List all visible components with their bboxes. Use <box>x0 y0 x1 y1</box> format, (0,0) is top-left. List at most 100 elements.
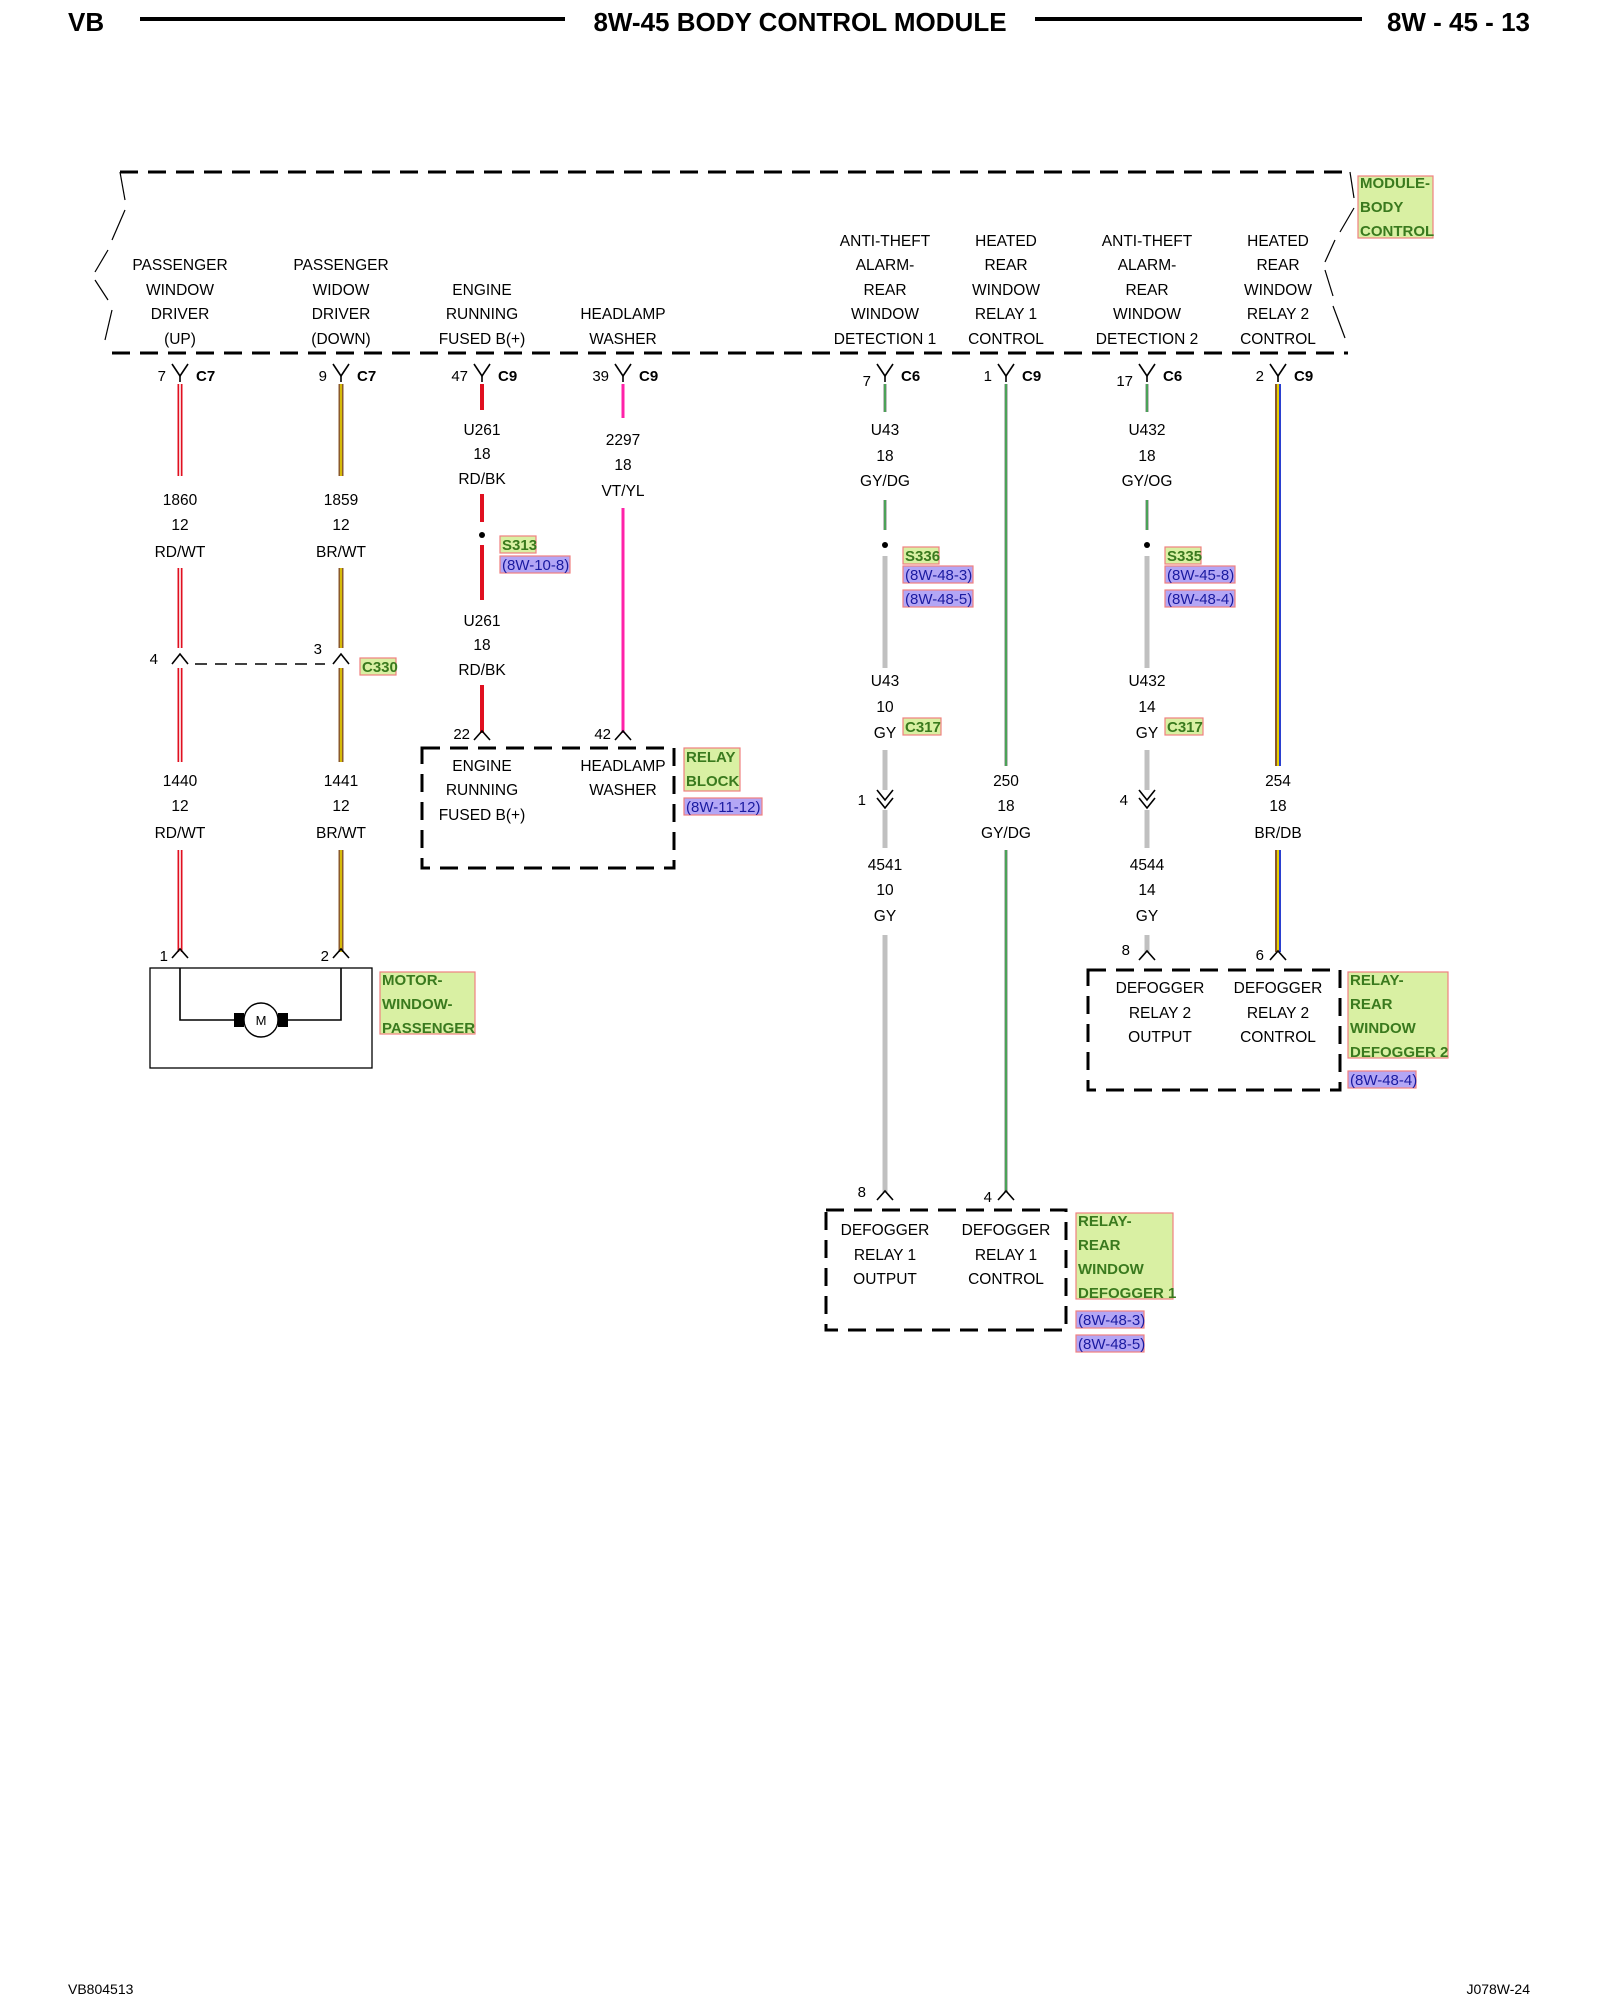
pin-1-number: 7 <box>158 368 166 385</box>
func-7-line-1: ANTI-THEFT <box>1102 233 1193 250</box>
defog1-tag-2: REAR <box>1078 1237 1121 1254</box>
defog2-func-a-3: OUTPUT <box>1128 1029 1192 1046</box>
wu261a-gauge: 18 <box>473 446 490 463</box>
s336-ref-1: (8W-48-3) <box>905 567 972 584</box>
pin-5-connector: C6 <box>901 368 920 385</box>
relay-rear-window-defogger-1[interactable]: 8 4 DEFOGGER RELAY 1 OUTPUT DEFOGGER REL… <box>824 1184 1176 1353</box>
s335-tag: S335 <box>1167 548 1202 565</box>
w254-gauge: 18 <box>1269 798 1286 815</box>
wu261b-gauge: 18 <box>473 637 490 654</box>
defog1-ref-1: (8W-48-3) <box>1078 1312 1145 1329</box>
w1860-gauge: 12 <box>171 517 188 534</box>
w2297-gauge: 18 <box>614 457 631 474</box>
wires-layer <box>177 384 1281 1192</box>
defog2-ref: (8W-48-4) <box>1350 1072 1417 1089</box>
defog1-func-b-1: DEFOGGER <box>962 1222 1051 1239</box>
w1859-id: 1859 <box>324 492 358 509</box>
w4544-gauge: 14 <box>1138 882 1156 899</box>
footer-right: J078W-24 <box>1466 1981 1530 1997</box>
wu261b-id: U261 <box>463 613 500 630</box>
wu432a-id: U432 <box>1128 422 1165 439</box>
c330-pin-a: 4 <box>150 651 158 668</box>
wu43a-gauge: 18 <box>876 448 893 465</box>
func-6-line-2: REAR <box>984 257 1027 274</box>
func-5-line-4: WINDOW <box>851 306 919 323</box>
func-3-line-2: RUNNING <box>446 306 518 323</box>
func-8-line-1: HEATED <box>1247 233 1309 250</box>
module-tag[interactable]: MODULE- BODY CONTROL <box>1357 175 1434 240</box>
connector-c330[interactable]: 4 3 C330 <box>150 641 398 676</box>
defog1-func-a-3: OUTPUT <box>853 1271 917 1288</box>
func-3-line-3: FUSED B(+) <box>439 331 526 348</box>
func-6-line-4: RELAY 1 <box>975 306 1037 323</box>
func-4-line-2: WASHER <box>589 331 656 348</box>
defog2-pin-a: 8 <box>1122 942 1130 959</box>
pin-6-connector: C9 <box>1022 368 1041 385</box>
wire-labels: 1860 12 RD/WT 1440 12 RD/WT 1859 12 BR/W… <box>155 422 1302 925</box>
w1860-color: RD/WT <box>155 544 206 561</box>
wu432b-id: U432 <box>1128 673 1165 690</box>
func-1-line-2: WINDOW <box>146 282 214 299</box>
splice-s336[interactable]: S336 (8W-48-3) (8W-48-5) <box>882 542 974 608</box>
func-5-line-5: DETECTION 1 <box>834 331 936 348</box>
func-8-line-5: CONTROL <box>1240 331 1316 348</box>
func-6-line-3: WINDOW <box>972 282 1040 299</box>
w250-color: GY/DG <box>981 825 1031 842</box>
pin-8-number: 2 <box>1256 368 1264 385</box>
w2297-color: VT/YL <box>601 483 644 500</box>
w1441-id: 1441 <box>324 773 358 790</box>
pin-5-number: 7 <box>863 373 871 390</box>
wu432b-color: GY <box>1136 725 1158 742</box>
module-tag-line-3: CONTROL <box>1360 223 1434 240</box>
w1441-gauge: 12 <box>332 798 349 815</box>
splice-s335[interactable]: S335 (8W-45-8) (8W-48-4) <box>1144 542 1236 608</box>
connector-c317[interactable]: C317 C317 1 4 <box>858 717 1204 810</box>
func-2-line-3: DRIVER <box>312 306 371 323</box>
wire-254-seg-1[interactable] <box>1275 384 1281 766</box>
motor-window-passenger[interactable]: 1 2 M MOTOR- WINDOW- PASSENGER <box>149 947 476 1069</box>
motor-icon <box>243 1002 279 1038</box>
splice-s313[interactable]: S313 (8W-10-8) <box>479 532 571 574</box>
pin-4-number: 39 <box>592 368 609 385</box>
wire-254-seg-2[interactable] <box>1275 850 1281 952</box>
wu43a-color: GY/DG <box>860 473 910 490</box>
func-4-line-1: HEADLAMP <box>580 306 665 323</box>
w1440-color: RD/WT <box>155 825 206 842</box>
pin-4-connector: C9 <box>639 368 658 385</box>
relay-block[interactable]: 22 42 ENGINE RUNNING FUSED B(+) HEADLAMP… <box>420 726 763 870</box>
motor-tag-3: PASSENGER <box>382 1020 475 1037</box>
defog2-func-b-3: CONTROL <box>1240 1029 1316 1046</box>
module-pin-symbols <box>171 363 1287 382</box>
defog2-func-b-1: DEFOGGER <box>1234 980 1323 997</box>
wu43b-color: GY <box>874 725 896 742</box>
s313-ref: (8W-10-8) <box>502 557 569 574</box>
c317-tag-a: C317 <box>905 719 941 736</box>
pin-2-connector: C7 <box>357 368 376 385</box>
func-1-line-1: PASSENGER <box>132 257 227 274</box>
func-5-line-3: REAR <box>863 282 906 299</box>
defog2-pin-b: 6 <box>1256 947 1264 964</box>
defog1-tag-4: DEFOGGER 1 <box>1078 1285 1176 1302</box>
func-6-line-1: HEATED <box>975 233 1037 250</box>
func-6-line-5: CONTROL <box>968 331 1044 348</box>
s313-tag: S313 <box>502 537 537 554</box>
s335-ref-2: (8W-48-4) <box>1167 591 1234 608</box>
pin-7-connector: C6 <box>1163 368 1182 385</box>
pin-3-number: 47 <box>451 368 468 385</box>
w1440-gauge: 12 <box>171 798 188 815</box>
relay-rear-window-defogger-2[interactable]: 8 6 DEFOGGER RELAY 2 OUTPUT DEFOGGER REL… <box>1086 942 1449 1092</box>
func-2-line-1: PASSENGER <box>293 257 388 274</box>
module-function-labels: PASSENGER WINDOW DRIVER (UP) PASSENGER W… <box>132 233 1316 348</box>
defog2-tag-1: RELAY- <box>1350 972 1404 989</box>
wu43a-id: U43 <box>871 422 899 439</box>
defog1-func-b-3: CONTROL <box>968 1271 1044 1288</box>
func-3-line-1: ENGINE <box>452 282 511 299</box>
defog1-ref-2: (8W-48-5) <box>1078 1336 1145 1353</box>
relay-block-func-a-3: FUSED B(+) <box>439 807 526 824</box>
pin-2-number: 9 <box>319 368 327 385</box>
relay-block-func-a-1: ENGINE <box>452 758 511 775</box>
w1441-color: BR/WT <box>316 825 366 842</box>
defog2-func-b-2: RELAY 2 <box>1247 1005 1309 1022</box>
w1859-gauge: 12 <box>332 517 349 534</box>
